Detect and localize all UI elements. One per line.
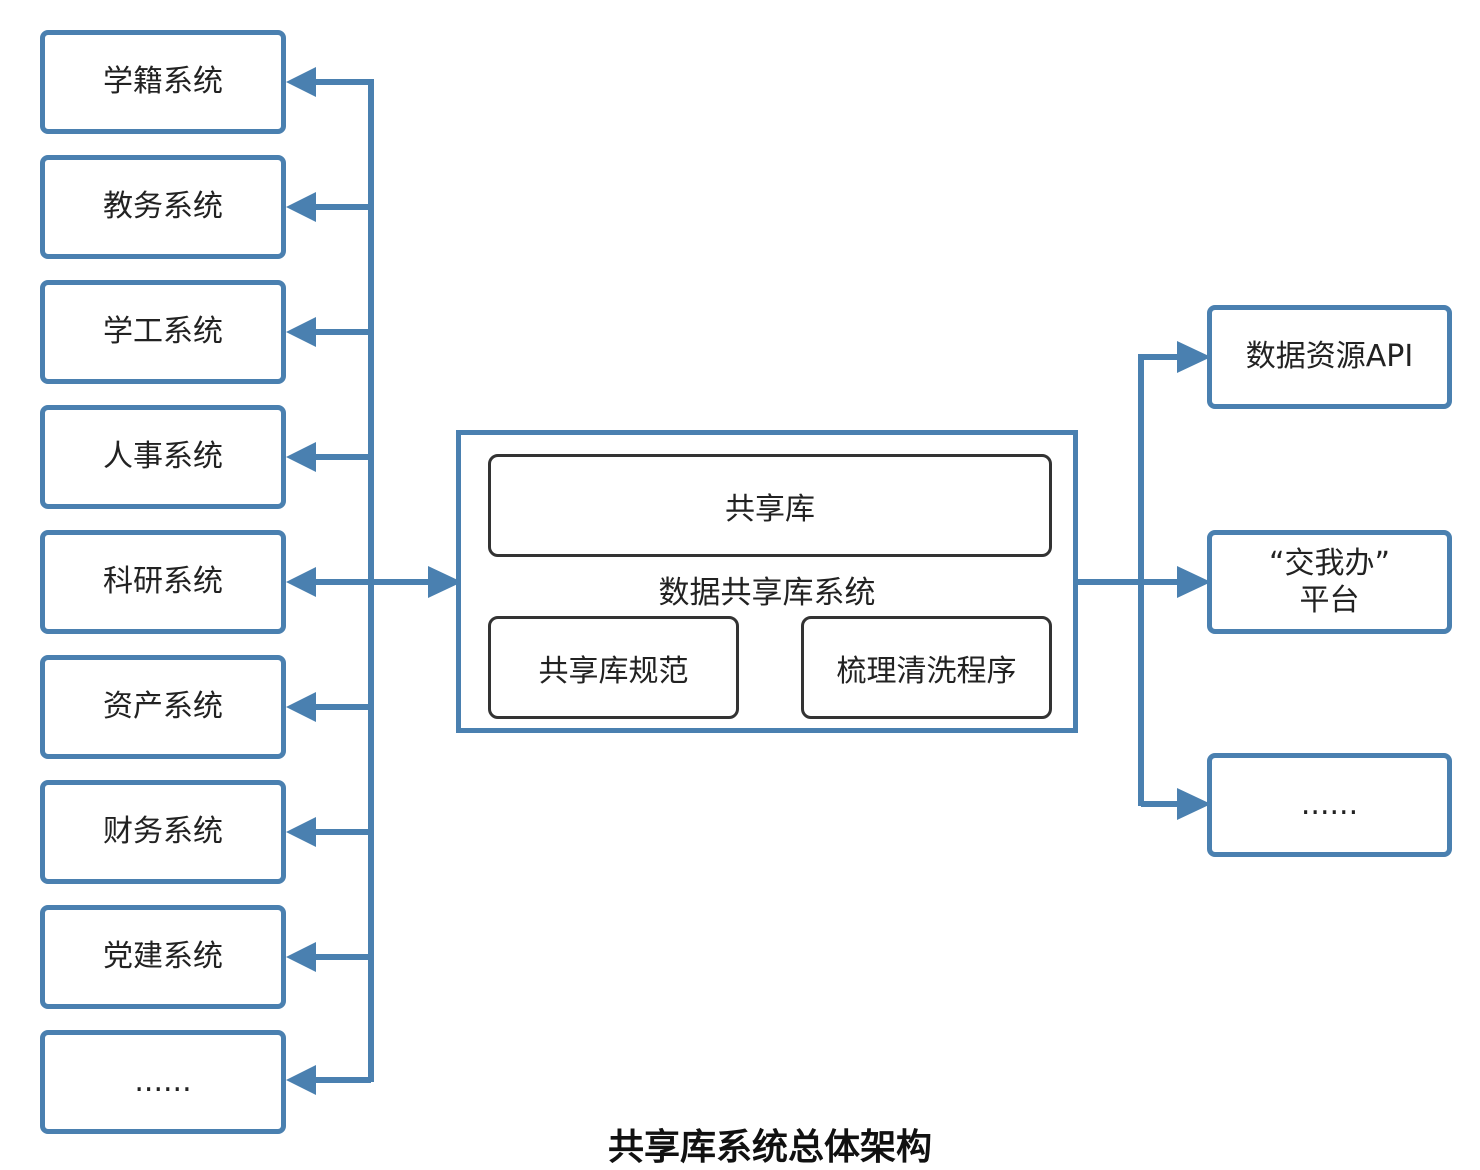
system-box-jiaowu: 教务系统 — [40, 155, 286, 259]
output-label: 数据资源API — [1245, 339, 1414, 375]
system-label: 资产系统 — [103, 689, 223, 725]
arrow-head-2 — [286, 192, 316, 222]
figure-caption: 共享库系统总体架构 — [607, 1127, 932, 1168]
hub-input-arrow — [428, 566, 462, 598]
connector-layer — [286, 67, 1211, 1095]
database-standards-box: 共享库规范 — [488, 616, 739, 719]
cleansing-program-box: 梳理清洗程序 — [801, 616, 1052, 719]
output-label: “交我办” 平台 — [1268, 545, 1391, 619]
output-box-jiaowoban: “交我办” 平台 — [1207, 530, 1452, 634]
arrow-head-8 — [286, 942, 316, 972]
arrow-head-1 — [286, 67, 316, 97]
system-box-xuegong: 学工系统 — [40, 280, 286, 384]
arrow-head-5 — [286, 567, 316, 597]
hub-title: 数据共享库系统 — [658, 575, 876, 611]
system-label: 教务系统 — [103, 189, 223, 225]
system-box-renshi: 人事系统 — [40, 405, 286, 509]
system-label: 人事系统 — [103, 439, 223, 475]
cleansing-program-label: 梳理清洗程序 — [836, 653, 1017, 689]
arrow-head-4 — [286, 442, 316, 472]
database-standards-label: 共享库规范 — [538, 653, 689, 689]
output-box-api: 数据资源API — [1207, 305, 1452, 409]
output-arrow-head-2 — [1177, 566, 1211, 598]
output-arrow-head-1 — [1177, 341, 1211, 373]
system-label: ...... — [134, 1064, 192, 1100]
system-label: 科研系统 — [103, 564, 223, 600]
system-box-zichan: 资产系统 — [40, 655, 286, 759]
system-label: 学工系统 — [103, 314, 223, 350]
system-label: 党建系统 — [103, 939, 223, 975]
system-label: 学籍系统 — [103, 64, 223, 100]
output-label: ...... — [1300, 787, 1359, 823]
arrow-head-9 — [286, 1065, 316, 1095]
arrow-head-6 — [286, 692, 316, 722]
system-box-xueji: 学籍系统 — [40, 30, 286, 134]
shared-database-box: 共享库 — [488, 454, 1052, 557]
system-box-more: ...... — [40, 1030, 286, 1134]
system-box-caiwu: 财务系统 — [40, 780, 286, 884]
output-arrow-head-3 — [1177, 788, 1211, 820]
arrow-head-3 — [286, 317, 316, 347]
system-box-dangjian: 党建系统 — [40, 905, 286, 1009]
system-label: 财务系统 — [103, 814, 223, 850]
output-box-more: ...... — [1207, 753, 1452, 857]
shared-database-label: 共享库 — [725, 491, 815, 527]
shared-database-system-box: 共享库 数据共享库系统 共享库规范 梳理清洗程序 — [456, 430, 1078, 733]
arrow-head-7 — [286, 817, 316, 847]
system-box-keyan: 科研系统 — [40, 530, 286, 634]
